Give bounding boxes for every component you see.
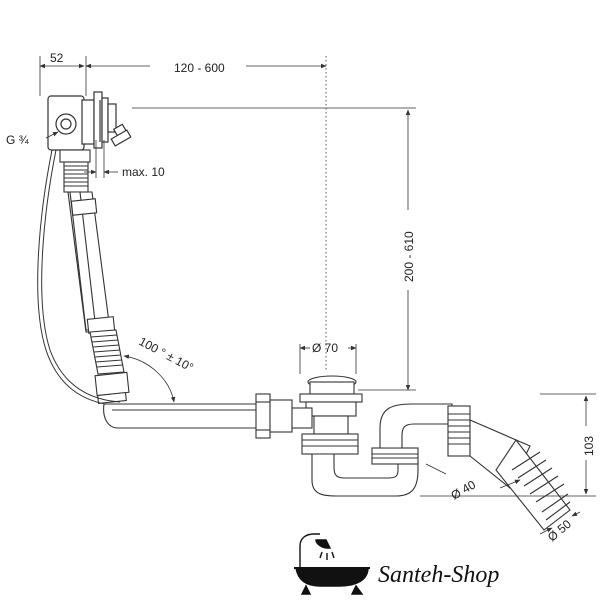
siphon-trap [301,403,571,531]
dim-max-offset: max. 10 [122,165,165,179]
dim-thread: G ¾ [6,133,30,147]
long-corrugation [89,329,125,375]
overflow-head [47,91,132,151]
bathtub-shower-icon [294,533,370,595]
dim-width-top: 52 [50,51,64,65]
dim-trap-height: 103 [582,436,596,456]
horizontal-pipe [103,393,293,439]
dim-length-range: 120 - 600 [174,61,225,75]
dim-overflow-diameter: Ø 70 [312,341,338,355]
bowden-cable [37,149,121,407]
dim-height-range: 200 - 610 [402,231,416,282]
brand-name: Santeh-Shop [378,562,499,588]
dimension-lines [39,56,596,535]
short-corrugation [63,161,89,193]
overflow-pipe [59,149,130,405]
dim-angle: 100 ° ± 10° [137,334,196,374]
dim-pipe-diameter-40: Ø 40 [449,477,479,502]
drain-assembly [291,375,363,435]
